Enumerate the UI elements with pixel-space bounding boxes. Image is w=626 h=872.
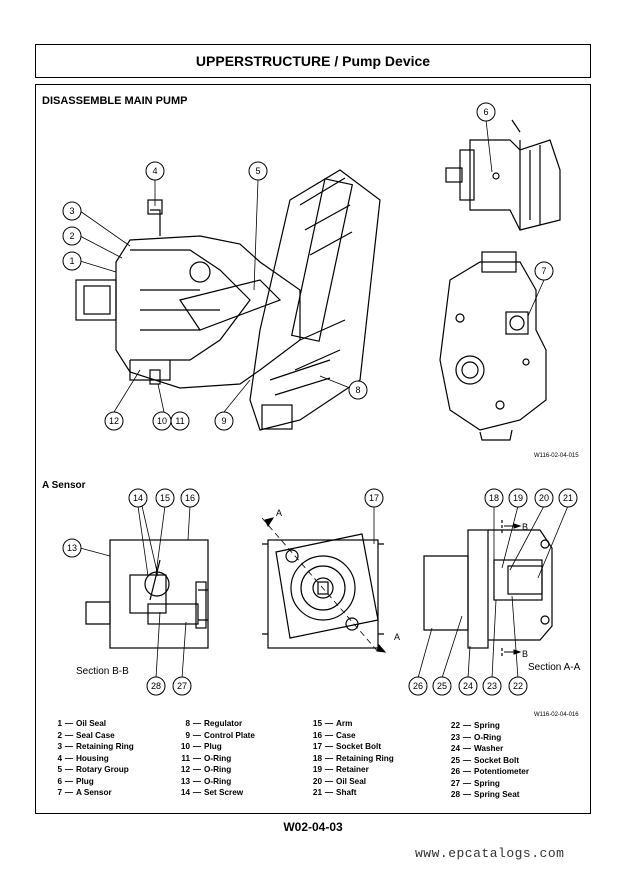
callout-10: 10 bbox=[157, 416, 167, 426]
section-title: DISASSEMBLE MAIN PUMP bbox=[42, 95, 188, 107]
figure-code-top: W116-02-04-015 bbox=[534, 453, 579, 459]
legend-item: 3—Retaining Ring bbox=[57, 742, 134, 751]
parts-legend-col-1: 1—Oil Seal 2—Seal Case 3—Retaining Ring … bbox=[42, 718, 134, 799]
callout-16: 16 bbox=[185, 493, 195, 503]
pump-front-view bbox=[439, 261, 547, 431]
legend-item: 27—Spring bbox=[450, 778, 500, 788]
legend-item: 21—Shaft bbox=[312, 788, 357, 797]
sensor-front-view bbox=[267, 539, 379, 649]
callout-20: 20 bbox=[539, 493, 549, 503]
legend-item: 14—Set Screw bbox=[180, 788, 244, 797]
callout-4: 4 bbox=[152, 166, 157, 176]
callout-3: 3 bbox=[69, 206, 74, 216]
page-number: W02-04-03 bbox=[283, 820, 343, 834]
callout-27: 27 bbox=[177, 681, 187, 691]
callout-1: 1 bbox=[69, 256, 74, 266]
cut-label-b-bottom: B bbox=[522, 649, 528, 659]
watermark: www.epcatalogs.com bbox=[415, 846, 565, 861]
legend-item: 12—O-Ring bbox=[180, 765, 232, 774]
section-bb-body bbox=[109, 539, 209, 649]
legend-item: 2—Seal Case bbox=[57, 730, 115, 740]
callout-21: 21 bbox=[563, 493, 573, 503]
legend-item: 1—Oil Seal bbox=[57, 719, 107, 728]
legend-item: 20—Oil Seal bbox=[312, 776, 367, 786]
callout-13: 13 bbox=[67, 543, 77, 553]
callout-8: 8 bbox=[355, 385, 360, 395]
legend-item: 11—O-Ring bbox=[181, 753, 232, 763]
figure-code-bottom: W116-02-04-016 bbox=[534, 712, 579, 718]
legend-item: 26—Potentiometer bbox=[450, 767, 530, 776]
figure-frame bbox=[35, 84, 591, 814]
callout-19: 19 bbox=[513, 493, 523, 503]
legend-item: 15—Arm bbox=[312, 719, 353, 728]
callout-15: 15 bbox=[160, 493, 170, 503]
legend-item: 17—Socket Bolt bbox=[312, 742, 382, 751]
housing-outline bbox=[115, 235, 301, 389]
pump-side-view bbox=[469, 139, 561, 231]
legend-item: 25—Socket Bolt bbox=[450, 755, 520, 765]
legend-item: 23—O-Ring bbox=[450, 732, 502, 742]
callout-23: 23 bbox=[487, 681, 497, 691]
callout-24: 24 bbox=[463, 681, 473, 691]
callout-2: 2 bbox=[69, 231, 74, 241]
callout-9: 9 bbox=[221, 416, 226, 426]
section-bb-label: Section B-B bbox=[76, 666, 129, 677]
legend-item: 4—Housing bbox=[57, 753, 109, 763]
cut-label-a-top: A bbox=[276, 508, 282, 518]
parts-legend-col-3: 15—Arm 16—Case 17—Socket Bolt 18—Retaini… bbox=[302, 718, 394, 799]
callout-5: 5 bbox=[255, 166, 260, 176]
legend-item: 10—Plug bbox=[180, 742, 222, 751]
legend-item: 18—Retaining Ring bbox=[312, 753, 394, 763]
legend-item: 6—Plug bbox=[57, 776, 94, 786]
callout-12: 12 bbox=[109, 416, 119, 426]
regulator-body bbox=[249, 169, 381, 431]
callout-18: 18 bbox=[489, 493, 499, 503]
callout-25: 25 bbox=[437, 681, 447, 691]
callout-6: 6 bbox=[483, 107, 488, 117]
legend-item: 8—Regulator bbox=[185, 719, 243, 728]
legend-item: 22—Spring bbox=[450, 721, 500, 730]
legend-item: 19—Retainer bbox=[312, 765, 369, 774]
a-sensor-title: A Sensor bbox=[42, 480, 86, 491]
legend-item: 5—Rotary Group bbox=[57, 765, 129, 774]
legend-item: 28—Spring Seat bbox=[450, 790, 520, 799]
section-aa-label: Section A-A bbox=[528, 662, 581, 673]
page-title: UPPERSTRUCTURE / Pump Device bbox=[195, 53, 431, 69]
callout-17: 17 bbox=[369, 493, 379, 503]
callout-28: 28 bbox=[151, 681, 161, 691]
cut-label-a-bottom: A bbox=[394, 632, 400, 642]
callout-7: 7 bbox=[541, 266, 546, 276]
callout-22: 22 bbox=[513, 681, 523, 691]
parts-legend-col-4: 22—Spring 23—O-Ring 24—Washer 25—Socket … bbox=[440, 720, 529, 801]
page-header: UPPERSTRUCTURE / Pump Device bbox=[35, 44, 591, 78]
legend-item: 7—A Sensor bbox=[57, 788, 112, 797]
callout-26: 26 bbox=[413, 681, 423, 691]
callout-14: 14 bbox=[133, 493, 143, 503]
legend-item: 16—Case bbox=[312, 730, 356, 740]
cut-label-b-top: B bbox=[522, 522, 528, 532]
callout-11: 11 bbox=[175, 416, 184, 426]
legend-item: 13—O-Ring bbox=[180, 776, 232, 786]
legend-item: 24—Washer bbox=[450, 744, 504, 753]
parts-legend-col-2: 8—Regulator 9—Control Plate 10—Plug 11—O… bbox=[170, 718, 255, 799]
legend-item: 9—Control Plate bbox=[185, 730, 255, 740]
